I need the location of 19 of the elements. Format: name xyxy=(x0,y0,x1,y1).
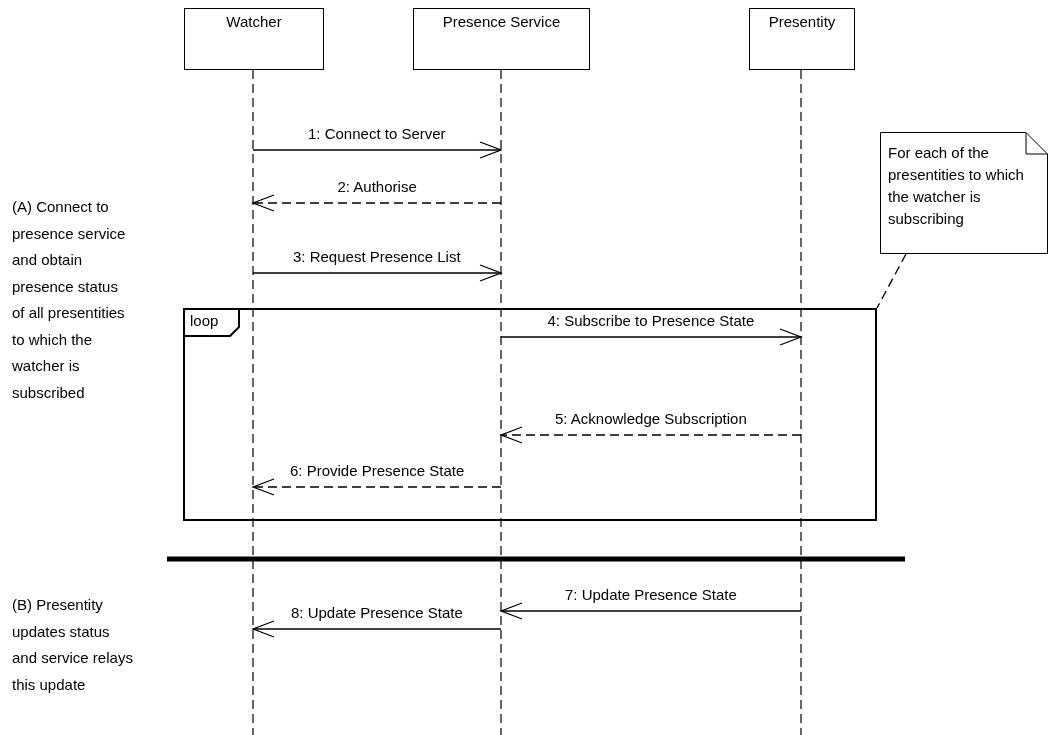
phase-note: (B) Presentity updates status and service relays this update xyxy=(12,595,134,695)
leader-line xyxy=(876,253,907,309)
message-label: 7: Update Presence State xyxy=(563,586,739,604)
participant-box: Presence Service xyxy=(413,8,590,70)
participant-box: Presentity xyxy=(749,8,855,70)
message-arrow xyxy=(500,602,802,620)
message-label: 8: Update Presence State xyxy=(289,604,465,622)
message-label: 5: Acknowledge Subscription xyxy=(553,410,749,428)
message-arrow xyxy=(252,620,502,638)
message-label: 3: Request Presence List xyxy=(291,248,463,266)
message-arrow xyxy=(500,328,802,346)
message-arrow xyxy=(500,426,802,444)
note: For each of the presentities to which the watcher is subscribing xyxy=(880,132,1048,254)
message-arrow xyxy=(252,194,502,212)
phase-note: (A) Connect to presence service and obtain presence status of all presentities to which the watcher is subscribed xyxy=(12,197,127,403)
participant-box: Watcher xyxy=(184,8,324,70)
message-arrow xyxy=(252,478,502,496)
message-arrow xyxy=(252,264,502,282)
message-arrow xyxy=(252,141,502,159)
